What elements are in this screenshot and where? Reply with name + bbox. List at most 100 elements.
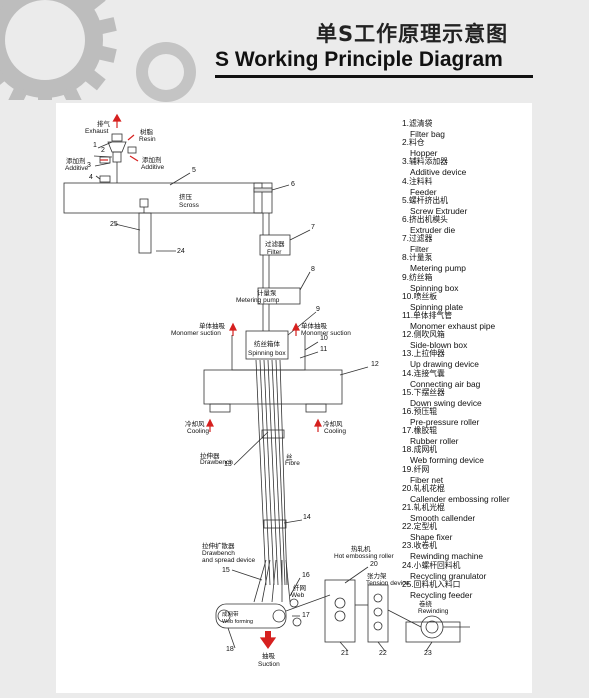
part-number: 17 xyxy=(302,612,310,619)
cooling-right-label-cn: 冷却风 xyxy=(323,419,343,428)
drawbench-label-cn: 拉伸器 xyxy=(200,451,220,460)
legend-label: Filter bag xyxy=(410,129,445,139)
legend-label-cn: 单体排气管 xyxy=(413,311,453,320)
legend-number: 19. xyxy=(402,463,414,474)
legend-label-cn: 预压辊 xyxy=(413,407,438,416)
suction-label: Suction xyxy=(258,661,280,668)
legend-item-cn: 1.滤清袋 xyxy=(402,118,445,129)
additive-label-cn: 添加剂 xyxy=(66,156,86,165)
part-number: 25 xyxy=(110,221,118,228)
legend-item-cn: 6.挤出机模头 xyxy=(402,214,455,225)
part-number: 15 xyxy=(222,567,230,574)
hopper xyxy=(107,141,127,153)
drawbench-label: Drawbench xyxy=(200,459,233,466)
additive-label: Additive xyxy=(65,165,89,172)
part-number: 13 xyxy=(224,461,232,468)
legend-number: 4. xyxy=(402,175,409,186)
exhaust-label: Exhaust xyxy=(85,128,109,135)
legend-label: Callender embossing roller xyxy=(410,493,510,504)
legend-label: Recycling feeder xyxy=(410,589,473,600)
spinbox-label-cn: 纺丝箱体 xyxy=(254,339,281,348)
webform-label: Web forming xyxy=(222,619,253,625)
legend-item-cn: 22.定型机 xyxy=(402,521,452,532)
legend-label: Smooth callender xyxy=(410,513,476,523)
legend-label-cn: 挤出机模头 xyxy=(409,215,448,224)
legend-label: Spinning plate xyxy=(410,301,464,312)
part-number: 20 xyxy=(370,561,378,568)
legend-number: 10. xyxy=(402,290,414,301)
suction-label-cn: 抽吸 xyxy=(262,651,276,660)
legend-item-cn: 9.纺丝箱 xyxy=(402,272,458,283)
legend-label-cn: 轧机光棍 xyxy=(413,503,445,512)
gear-icon xyxy=(136,42,196,102)
legend-label-cn: 回料机入料口 xyxy=(413,579,461,589)
legend-number: 7. xyxy=(402,233,409,244)
meter-label: Metering pump xyxy=(236,297,280,304)
hot-roller-label-cn: 热轧机 xyxy=(351,544,371,553)
legend-label: Additive device xyxy=(410,167,467,178)
legend-label: Up drawing device xyxy=(410,359,479,370)
legend-number: 23. xyxy=(402,540,414,551)
screw-extruder xyxy=(63,182,263,214)
fibre-label: Fibre xyxy=(285,460,300,467)
rewind-label: Rewinding xyxy=(418,608,449,615)
legend-number: 5. xyxy=(402,194,409,205)
legend-number: 1. xyxy=(402,118,409,128)
part-number: 7 xyxy=(311,224,315,231)
legend-label-cn: 滤清袋 xyxy=(409,119,433,128)
legend-item-cn: 8.计量泵 xyxy=(402,252,466,263)
legend-label-cn: 纤网 xyxy=(413,464,430,474)
web-forming-device xyxy=(215,603,287,629)
fibre-label-cn: 丝 xyxy=(286,452,293,461)
cooling-left-label-cn: 冷却风 xyxy=(185,419,205,428)
tension-label: Tension device xyxy=(366,580,409,587)
legend-label: Web forming device xyxy=(410,455,484,466)
legend-number: 24. xyxy=(402,559,414,570)
spinning-box xyxy=(245,330,289,360)
part-number: 23 xyxy=(424,650,432,657)
legend-number: 8. xyxy=(402,252,409,263)
legend-label-cn: 纺丝箱 xyxy=(409,272,433,282)
filter-bag xyxy=(111,133,123,142)
legend-label-cn: 过滤器 xyxy=(409,234,433,244)
part-number: 22 xyxy=(379,650,387,657)
legend-item-cn: 2.料仓 xyxy=(402,137,437,148)
legend-label: Filter xyxy=(410,244,429,255)
legend-item-cn: 12.侧吹风箱 xyxy=(402,329,467,340)
cooling-left-label: Cooling xyxy=(187,428,209,435)
part-number: 9 xyxy=(316,306,320,313)
legend-label-cn: 注料料 xyxy=(409,176,433,186)
legend-item-cn: 3.辅料添加器 xyxy=(402,156,466,167)
part-number: 10 xyxy=(320,335,328,342)
tension-device xyxy=(367,584,389,643)
gear-icon xyxy=(0,0,117,100)
part-number: 6 xyxy=(291,181,295,188)
tension-label-cn: 张力架 xyxy=(367,571,387,580)
additive2-label-cn: 添加剂 xyxy=(142,155,162,164)
spread-label-2: and spread device xyxy=(202,557,256,564)
legend-item-cn: 21.轧机光棍 xyxy=(402,502,475,513)
web-label: Web xyxy=(291,592,305,599)
legend-label-cn: 螺杆挤出机 xyxy=(409,195,448,205)
spread-label-1: Drawbench xyxy=(202,550,235,557)
legend-item-cn: 25.回料机入料口 xyxy=(402,579,472,590)
legend-label-cn: 上拉伸器 xyxy=(413,349,445,359)
legend-label-cn: 计量泵 xyxy=(409,253,433,263)
legend-number: 20. xyxy=(402,482,414,493)
scross-label-cn: 挤压 xyxy=(179,192,193,201)
legend-number: 17. xyxy=(402,425,414,436)
legend-item-cn: 14.连接气囊 xyxy=(402,368,480,379)
rewind-label-cn: 卷绕 xyxy=(419,599,433,608)
legend-label-cn: 料仓 xyxy=(409,138,425,148)
part-number: 3 xyxy=(87,162,91,169)
